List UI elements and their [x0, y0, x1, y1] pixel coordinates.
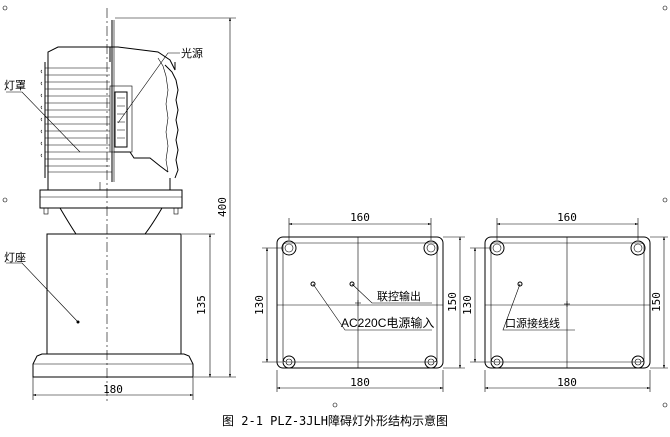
lamp-base — [46, 233, 182, 355]
leader-light-source — [117, 52, 180, 124]
lamp-neck — [59, 207, 163, 235]
light-source — [109, 85, 169, 173]
dim-base-width: 180 — [103, 383, 123, 396]
lamp-top-cap — [47, 46, 111, 62]
leader-lamp-cover — [6, 91, 81, 153]
lamp-flange — [39, 189, 183, 209]
junction-box-1 — [262, 218, 465, 392]
box1-corner-screws — [281, 240, 439, 369]
lamp-plinth — [32, 353, 194, 378]
dim-total-height: 400 — [216, 197, 229, 217]
box1-label-interlock: 联控输出 — [377, 289, 421, 303]
box1-dim-top: 160 — [350, 211, 370, 224]
box1-label-ac: AC220C电源输入 — [341, 315, 434, 330]
label-lamp-base: 灯座 — [4, 250, 26, 264]
dim-base-height: 135 — [195, 295, 208, 315]
leader-lamp-base — [6, 262, 79, 323]
box1-dim-right: 150 — [446, 292, 459, 312]
registration-marks — [2, 5, 668, 408]
box2-corner-screws — [489, 240, 646, 369]
lamp-cover — [40, 57, 179, 179]
junction-box-2 — [470, 218, 668, 392]
box2-dim-bottom: 180 — [557, 376, 577, 389]
box1-dim-bottom: 180 — [350, 376, 370, 389]
box2-label-wiring: 口源接线线 — [505, 316, 560, 330]
box2-dim-top: 160 — [557, 211, 577, 224]
box2-dim-right: 150 — [650, 292, 663, 312]
box2-dim-left: 130 — [461, 295, 474, 315]
lamp-side-view — [6, 8, 236, 402]
figure-caption: 图 2-1 PLZ-3JLH障碍灯外形结构示意图 — [222, 414, 448, 428]
label-lamp-cover: 灯罩 — [4, 79, 26, 92]
label-light-source: 光源 — [181, 46, 203, 60]
box1-dim-left: 130 — [253, 295, 266, 315]
